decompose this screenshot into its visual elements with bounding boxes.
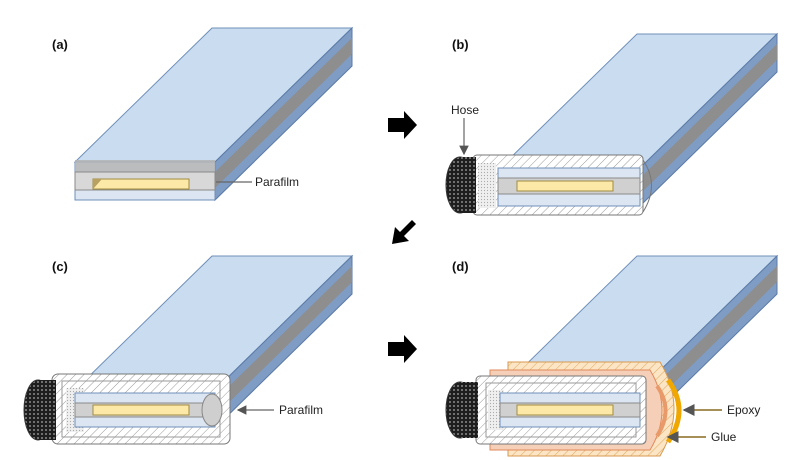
panel-c: (c) Parafilm xyxy=(23,254,354,445)
panel-a-label: (a) xyxy=(52,37,68,52)
panel-c-label: (c) xyxy=(52,259,68,274)
glue-callout-label: Glue xyxy=(711,430,737,444)
sample-strip xyxy=(92,178,190,190)
sample-strip xyxy=(92,404,190,416)
diagonal-arrow-icon xyxy=(392,220,416,244)
panel-a: (a) Parafilm xyxy=(52,26,354,202)
glass-slide-assembly xyxy=(73,26,354,202)
parafilm-wrap-top xyxy=(75,160,215,172)
right-arrow-icon xyxy=(388,335,417,363)
sample-strip xyxy=(516,180,614,192)
panel-b: (b) Hose xyxy=(445,32,779,216)
panel-d-label: (d) xyxy=(452,259,469,274)
panel-d: (d) Epoxy Glue xyxy=(445,254,779,457)
hose-inner-wall xyxy=(478,163,496,208)
parafilm-callout-label: Parafilm xyxy=(279,403,323,417)
right-arrow-icon xyxy=(388,111,417,139)
parafilm-callout-label: Parafilm xyxy=(255,175,299,189)
hose-callout-label: Hose xyxy=(451,103,479,117)
sample-strip xyxy=(516,404,614,416)
epoxy-callout-label: Epoxy xyxy=(727,403,760,417)
panel-b-label: (b) xyxy=(452,37,469,52)
slide-gap-side xyxy=(215,38,352,188)
glue-bead xyxy=(655,384,668,438)
